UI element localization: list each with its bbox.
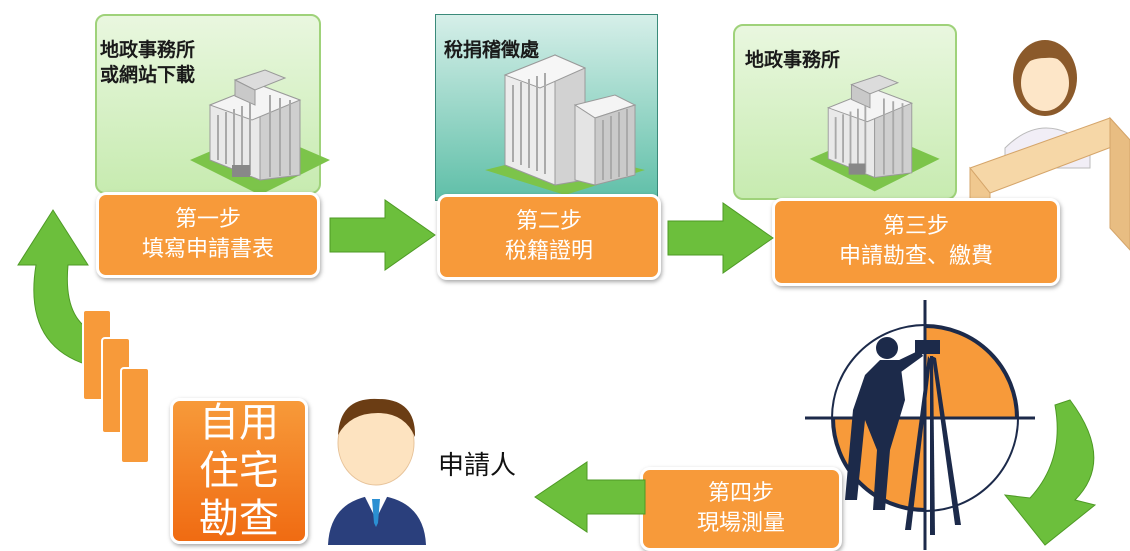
step-3-box: 第三步 申請勘查、繳費 (772, 198, 1060, 286)
step-2-title: 第二步 (515, 209, 582, 234)
result-label: 自用住宅勘查 (199, 400, 279, 542)
step-3-desc: 申請勘查、繳費 (838, 244, 993, 269)
office-building-icon (190, 69, 330, 195)
applicant-avatar-icon (328, 398, 426, 545)
tax-building-icon (485, 54, 645, 195)
arrow-right-icon-2 (667, 202, 774, 274)
step-4-title: 第四步 (707, 481, 774, 506)
step-3-title: 第三步 (882, 214, 949, 239)
step-2-desc: 稅籍證明 (504, 239, 593, 264)
arrow-left-icon (534, 461, 646, 533)
land-office-panel-2-label: 地政事務所 (745, 49, 841, 71)
curved-arrow-down-icon (1003, 399, 1097, 546)
step-2-box: 第二步 稅籍證明 (437, 194, 661, 280)
land-office-panel-1-label: 地政事務所 或網站下載 (100, 39, 196, 86)
document-stack-icon (82, 309, 150, 464)
step-4-box: 第四步 現場測量 (640, 467, 842, 551)
arrow-right-icon (329, 199, 436, 271)
step-1-box: 第一步 填寫申請書表 (96, 192, 320, 278)
office-building-icon-2 (809, 74, 940, 192)
curved-arrow-up-icon (17, 209, 97, 366)
step-1-desc: 填寫申請書表 (141, 237, 274, 262)
clerk-at-desk-icon (969, 40, 1130, 255)
surveyor-icon (805, 300, 1035, 550)
step-4-desc: 現場測量 (696, 511, 785, 536)
result-box: 自用住宅勘查 (170, 398, 308, 544)
applicant-label: 申請人 (438, 451, 517, 481)
step-1-title: 第一步 (174, 207, 241, 232)
tax-office-panel-label: 稅捐稽徵處 (444, 39, 540, 61)
